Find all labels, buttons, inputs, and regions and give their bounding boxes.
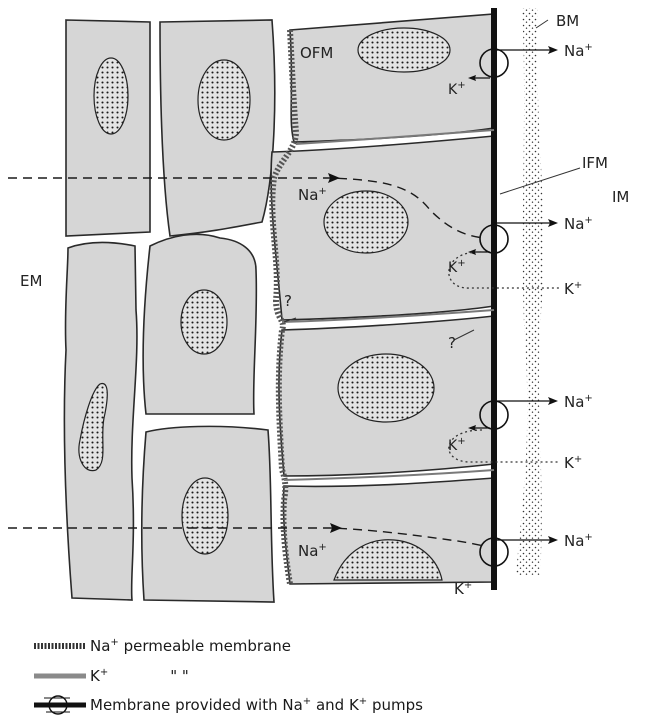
plus-sign: + [584, 215, 592, 226]
nucleus [324, 191, 408, 253]
nucleus [358, 28, 450, 72]
legend-pump-text-3: pumps [367, 696, 423, 714]
na-label: Na [298, 186, 318, 204]
plus-sign: + [457, 258, 465, 269]
na-label: Na [564, 532, 584, 550]
svg-text:Na+ permeable membrane: Na+ permeable membrane [90, 637, 291, 655]
plus-sign: + [457, 436, 465, 447]
plus-sign: + [318, 186, 326, 197]
plus-sign: + [574, 454, 582, 465]
question-mark-1: ? [284, 292, 292, 310]
nucleus [94, 58, 128, 134]
plus-sign: + [464, 580, 472, 591]
plus-sign: + [574, 280, 582, 291]
plus-sign: + [584, 42, 592, 53]
plus-sign: + [110, 637, 118, 648]
svg-text:Na+: Na+ [564, 42, 593, 60]
nucleus [181, 290, 227, 354]
svg-text:Na+: Na+ [564, 215, 593, 233]
svg-text:K+: K+ [454, 580, 472, 598]
em-label: EM [20, 272, 42, 290]
legend-k-ditto: " " [170, 667, 189, 685]
legend-pump-text-2: and K [311, 696, 360, 714]
nucleus [182, 478, 228, 554]
plus-sign: + [457, 80, 465, 91]
nucleus [338, 354, 434, 422]
ofm-label: OFM [300, 44, 333, 62]
plus-sign: + [303, 696, 311, 707]
na-label: Na [564, 393, 584, 411]
plus-sign: + [584, 532, 592, 543]
nucleus [198, 60, 250, 140]
question-mark-2: ? [448, 334, 456, 352]
na-label: Na [564, 42, 584, 60]
svg-text:Membrane provided with Na+ and: Membrane provided with Na+ and K+ pumps [90, 696, 423, 714]
bm-label: BM [556, 12, 579, 30]
legend: Na+ permeable membrane K+" " Membrane pr… [34, 637, 423, 714]
plus-sign: + [318, 542, 326, 553]
im-label: IM [612, 188, 629, 206]
legend-pump-text-1: Membrane provided with Na [90, 696, 303, 714]
basement-membrane [516, 8, 544, 576]
plus-sign: + [584, 393, 592, 404]
legend-na-description: permeable membrane [119, 637, 291, 655]
legend-na-label: Na [90, 637, 110, 655]
plus-sign: + [359, 696, 367, 707]
svg-text:K+: K+ [564, 454, 582, 472]
svg-text:Na+: Na+ [564, 532, 593, 550]
svg-text:K+" ": K+" " [90, 667, 189, 685]
svg-text:Na+: Na+ [564, 393, 593, 411]
right-cell-column [271, 14, 494, 584]
plus-sign: + [100, 667, 108, 678]
ifm-label: IFM [582, 154, 608, 172]
na-label: Na [298, 542, 318, 560]
na-label: Na [564, 215, 584, 233]
svg-text:K+: K+ [564, 280, 582, 298]
